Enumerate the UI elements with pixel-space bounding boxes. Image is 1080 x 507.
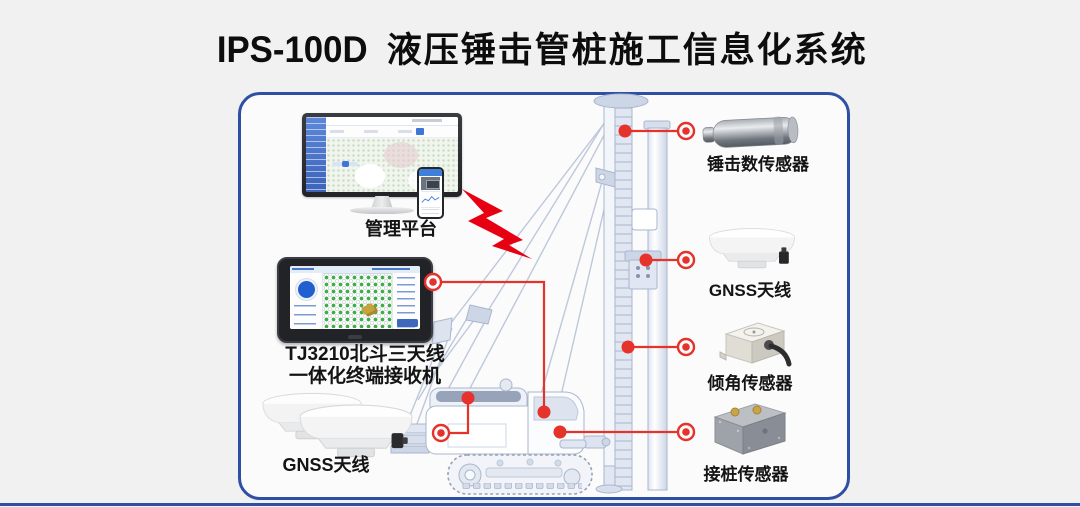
page-title: IPS-100D 液压锤击管桩施工信息化系统 bbox=[0, 22, 1080, 73]
search-button bbox=[416, 128, 424, 135]
satellite-icon bbox=[360, 303, 375, 316]
tablet-confirm-button bbox=[397, 319, 418, 327]
tablet-screen bbox=[290, 266, 420, 329]
dashboard-sidebar bbox=[306, 117, 326, 192]
receiver-label-line2: 一体化终端接收机 bbox=[288, 366, 441, 387]
smartphone bbox=[417, 167, 444, 219]
monitor-stand-base bbox=[350, 207, 414, 214]
phone-app-header bbox=[419, 169, 442, 176]
receiver-label-line1: TJ3210北斗三天线 bbox=[285, 344, 445, 365]
dashboard-screen bbox=[306, 117, 458, 192]
dashboard-topbar bbox=[326, 117, 458, 126]
tablet-statusbar bbox=[290, 266, 420, 274]
gnss-antenna-front bbox=[299, 404, 413, 458]
footer-rule bbox=[0, 503, 1080, 506]
tilt-sensor-image bbox=[719, 322, 792, 367]
pile-splice-sensor-label: 接桩传感器 bbox=[703, 465, 789, 484]
phone-data-rows bbox=[422, 209, 439, 216]
phone-screen bbox=[419, 169, 442, 217]
monitor bbox=[302, 113, 462, 197]
pile-splice-sensor-image bbox=[713, 403, 787, 455]
phone-photo-card bbox=[421, 177, 440, 190]
management-platform-label: 管理平台 bbox=[365, 219, 437, 239]
tilt-sensor-label: 倾角传感器 bbox=[707, 374, 793, 393]
product-name: 液压锤击管桩施工信息化系统 bbox=[386, 31, 868, 70]
gnss-antenna-right-image bbox=[709, 228, 795, 269]
gnss-left-label: GNSS天线 bbox=[282, 455, 370, 475]
skyplot-icon bbox=[298, 281, 315, 298]
hammer-count-sensor-label: 锤击数传感器 bbox=[707, 155, 809, 174]
hammer-count-sensor-image bbox=[702, 116, 799, 148]
receiver-label: TJ3210北斗三天线 一体化终端接收机 bbox=[260, 344, 470, 388]
dashboard-map bbox=[326, 138, 458, 192]
rugged-tablet bbox=[277, 257, 433, 343]
tablet-left-panel bbox=[290, 273, 323, 329]
product-model: IPS-100D bbox=[217, 29, 368, 70]
tablet-home-key bbox=[348, 335, 362, 339]
phone-line-chart bbox=[421, 191, 440, 208]
monitor-stand-neck bbox=[371, 196, 393, 208]
satellite-grid bbox=[323, 274, 392, 328]
zoom-slider bbox=[332, 161, 358, 167]
gnss-right-label: GNSS天线 bbox=[708, 281, 792, 300]
dashboard-filterbar bbox=[326, 126, 458, 138]
